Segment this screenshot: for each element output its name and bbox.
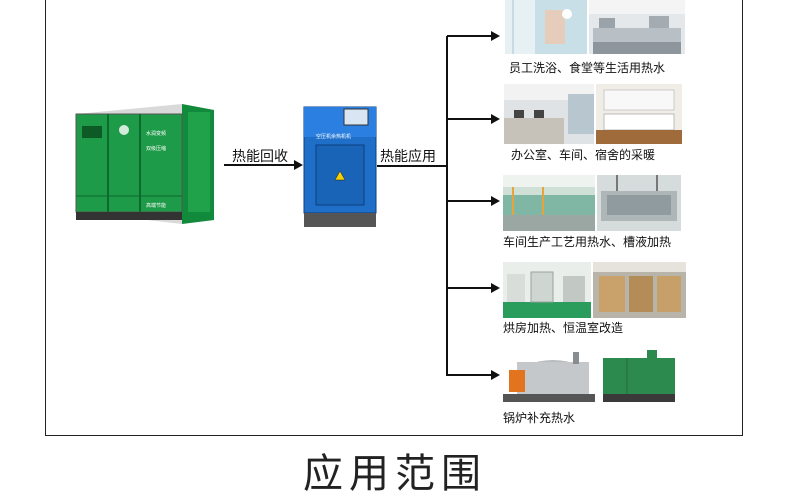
shower-canteen-photo-b bbox=[589, 0, 685, 54]
drying-room-photo-b bbox=[593, 262, 686, 318]
boiler-photo-a bbox=[503, 348, 595, 406]
shower-canteen-photo-a bbox=[505, 0, 587, 54]
office-heating-photo-b bbox=[596, 84, 682, 144]
recovery-arrow bbox=[224, 160, 303, 170]
application-label-1: 员工洗浴、食堂等生活用热水 bbox=[509, 61, 666, 75]
process-tank-photo-a bbox=[503, 175, 595, 231]
heat-recovery-unit: 空压机余热机机 bbox=[302, 103, 378, 229]
boiler-photo-b bbox=[597, 348, 685, 406]
application-label-5: 锅炉补充热水 bbox=[503, 411, 576, 425]
compressor-text-3: 高端节能 bbox=[146, 203, 167, 209]
compressor-text-1: 水润变频 bbox=[146, 131, 167, 137]
drying-room-photo-a bbox=[503, 262, 591, 318]
application-label: 热能应用 bbox=[380, 149, 436, 165]
process-tank-photo-b bbox=[597, 175, 681, 231]
recovery-label: 热能回收 bbox=[232, 149, 288, 165]
compressor-text-2: 双级压缩 bbox=[146, 146, 167, 152]
air-compressor: 水润变频 双级压缩 高端节能 bbox=[72, 100, 218, 224]
application-line bbox=[377, 165, 447, 167]
office-heating-photo-a bbox=[504, 84, 594, 144]
application-label-4: 烘房加热、恒温室改造 bbox=[503, 321, 624, 335]
recovery-unit-text: 空压机余热机机 bbox=[316, 134, 352, 140]
diagram-frame bbox=[45, 0, 743, 436]
branch-connectors bbox=[446, 31, 500, 380]
section-title: 应用范围 bbox=[303, 451, 487, 497]
application-label-3: 车间生产工艺用热水、槽液加热 bbox=[503, 235, 672, 249]
application-label-2: 办公室、车间、宿舍的采暖 bbox=[511, 148, 656, 162]
